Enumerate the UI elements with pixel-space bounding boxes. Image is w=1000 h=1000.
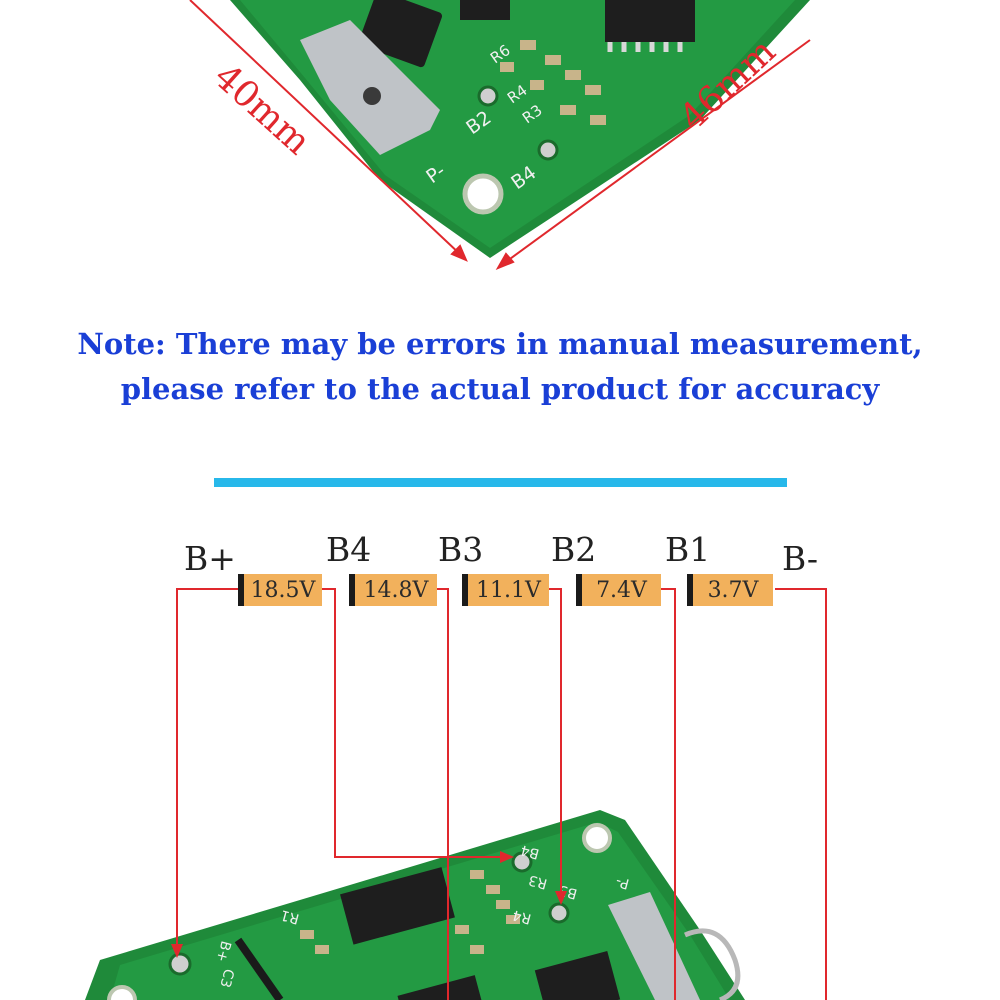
- bottom-silk-r3: R3: [527, 871, 549, 891]
- node-label-b-minus: B-: [782, 539, 819, 578]
- bottom-silk-p-minus: P-: [614, 873, 631, 892]
- note-line-1: Note: There may be errors in manual meas…: [77, 327, 923, 361]
- top-ic: [605, 0, 695, 42]
- wire-b-plus: [176, 588, 238, 950]
- wire-b1: [661, 588, 676, 1000]
- bottom-silk-b-plus: B+: [213, 939, 234, 964]
- node-label-b-plus: B+: [184, 539, 236, 578]
- bottom-silk-b3: B3: [557, 881, 579, 901]
- cell-5: 18.5V: [238, 574, 322, 606]
- bottom-mount-hole-right: [582, 823, 612, 853]
- bottom-pad-b4: [511, 851, 533, 873]
- wire-b-minus: [775, 588, 827, 1000]
- measure-line-width: [189, 0, 463, 257]
- cell-4: 14.8V: [349, 574, 437, 606]
- wire-b2: [549, 588, 562, 897]
- bottom-silk-c3: C3: [216, 967, 236, 989]
- bottom-pcb: [85, 810, 745, 1000]
- cell-3: 11.1V: [462, 574, 549, 606]
- bottom-ic: [340, 867, 455, 945]
- node-label-b1: B1: [665, 530, 711, 569]
- node-label-b4: B4: [326, 530, 372, 569]
- top-mount-hole: [462, 173, 504, 215]
- top-board-photo: R6 B2 R4 R3 B4 P- 40mm 46mm: [189, 0, 811, 270]
- bottom-pad-b2: [548, 902, 570, 924]
- bottom-silk-r1: R1: [279, 906, 301, 926]
- arrow-b-plus: [171, 944, 183, 958]
- wire-b3: [437, 588, 449, 1000]
- cell-1: 3.7V: [687, 574, 773, 606]
- section-divider: [214, 478, 787, 487]
- cell-2: 7.4V: [576, 574, 661, 606]
- bottom-nickel-tab: [608, 892, 700, 1000]
- top-pad-b2: [477, 85, 499, 107]
- bottom-wire: [234, 937, 284, 1000]
- bottom-silk-r4: R4: [511, 906, 533, 926]
- bottom-mount-hole-left: [107, 985, 137, 1000]
- top-mosfet-2: [460, 0, 510, 20]
- bottom-mosfet-2: [534, 951, 621, 1000]
- node-label-b2: B2: [551, 530, 597, 569]
- note-line-2: please refer to the actual product for a…: [120, 372, 880, 406]
- arrow-b2: [555, 891, 567, 905]
- bottom-pad-b-plus: [168, 952, 192, 976]
- arrow-b4: [500, 851, 514, 863]
- node-label-b3: B3: [438, 530, 484, 569]
- top-pad-b4: [537, 139, 559, 161]
- wire-b4: [322, 588, 506, 858]
- top-mosfet-1: [358, 0, 443, 68]
- bottom-mosfet-1: [397, 975, 483, 1000]
- measure-line-length: [502, 39, 811, 265]
- measurement-note: Note: There may be errors in manual meas…: [0, 322, 1000, 412]
- bottom-silk-b4: B4: [519, 841, 541, 861]
